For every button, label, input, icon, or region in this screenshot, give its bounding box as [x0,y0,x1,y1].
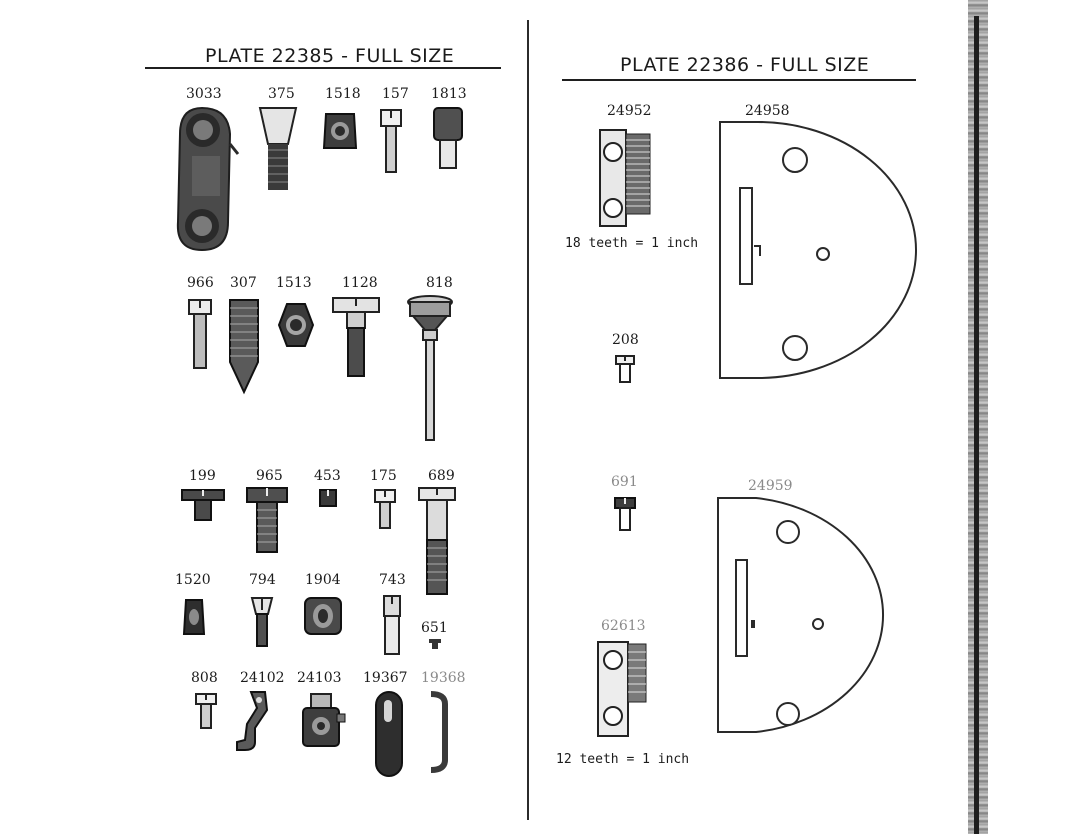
teeth-note-18: 18 teeth = 1 inch [565,236,699,251]
part-label-24103: 24103 [297,670,342,686]
right-plate-rule [562,79,916,81]
part-label-1128: 1128 [342,275,378,291]
part-157-screw-image [378,108,404,176]
part-808-screw-image [194,692,218,732]
teeth-note-12: 12 teeth = 1 inch [556,752,690,767]
part-label-691: 691 [611,474,638,490]
part-24102-bracket-image [233,690,273,752]
part-label-651: 651 [421,620,448,636]
part-689-long-screw-image [417,486,457,598]
part-label-689: 689 [428,468,455,484]
part-794-stud-image [250,596,274,650]
part-label-808: 808 [191,670,218,686]
part-label-307: 307 [230,275,257,291]
part-label-24958: 24958 [745,103,790,119]
part-label-743: 743 [379,572,406,588]
part-label-24959: 24959 [748,478,793,494]
left-plate-rule [145,67,501,69]
part-199-screw-image [180,488,226,524]
part-307-pointed-screw-image [227,298,261,395]
part-label-818: 818 [426,275,453,291]
part-375-screw-image [258,104,298,194]
part-966-screw-image [187,298,213,372]
part-1520-nut-image [182,598,206,636]
part-19368-curved-strip-image [427,690,449,773]
part-label-19368: 19368 [421,670,466,686]
part-3033-link-image [172,104,242,254]
part-label-24102: 24102 [240,670,285,686]
part-label-24952: 24952 [607,103,652,119]
part-818-spindle-image [405,294,455,444]
part-175-screw-image [373,488,397,532]
part-1904-bushing-image [303,596,343,636]
part-24959-throat-plate-image [716,496,885,736]
part-691-screw-image [613,496,637,532]
part-19367-oval-plate-image [374,690,404,778]
part-1128-shoulder-screw-image [331,296,381,380]
part-208-screw-image [614,354,636,384]
part-label-794: 794 [249,572,276,588]
part-24952-feed-dog-image [598,128,658,230]
part-24958-throat-plate-image [718,120,917,382]
scan-edge-line [974,16,979,834]
part-label-208: 208 [612,332,639,348]
right-plate-title: PLATE 22386 - FULL SIZE [620,54,870,76]
part-label-453: 453 [314,468,341,484]
part-label-1813: 1813 [431,86,467,102]
part-453-nut-image [318,488,338,508]
part-label-19367: 19367 [363,670,408,686]
part-label-3033: 3033 [186,86,222,102]
part-651-tiny-screw-image [428,638,442,650]
part-label-1518: 1518 [325,86,361,102]
part-965-screw-image [245,486,289,556]
part-24103-clamp-image [299,692,347,750]
part-label-375: 375 [268,86,295,102]
center-divider [527,20,529,820]
part-1513-hex-nut-image [277,302,315,348]
part-1518-nut-image [322,108,358,154]
part-label-157: 157 [382,86,409,102]
part-label-62613: 62613 [601,618,646,634]
part-label-175: 175 [370,468,397,484]
part-label-199: 199 [189,468,216,484]
left-plate-title: PLATE 22385 - FULL SIZE [205,45,455,67]
part-743-stud-image [380,594,404,658]
part-label-1513: 1513 [276,275,312,291]
part-label-966: 966 [187,275,214,291]
part-label-1904: 1904 [305,572,341,588]
part-label-965: 965 [256,468,283,484]
part-62613-feed-dog-image [596,640,654,740]
part-1813-stud-image [432,106,464,172]
part-label-1520: 1520 [175,572,211,588]
